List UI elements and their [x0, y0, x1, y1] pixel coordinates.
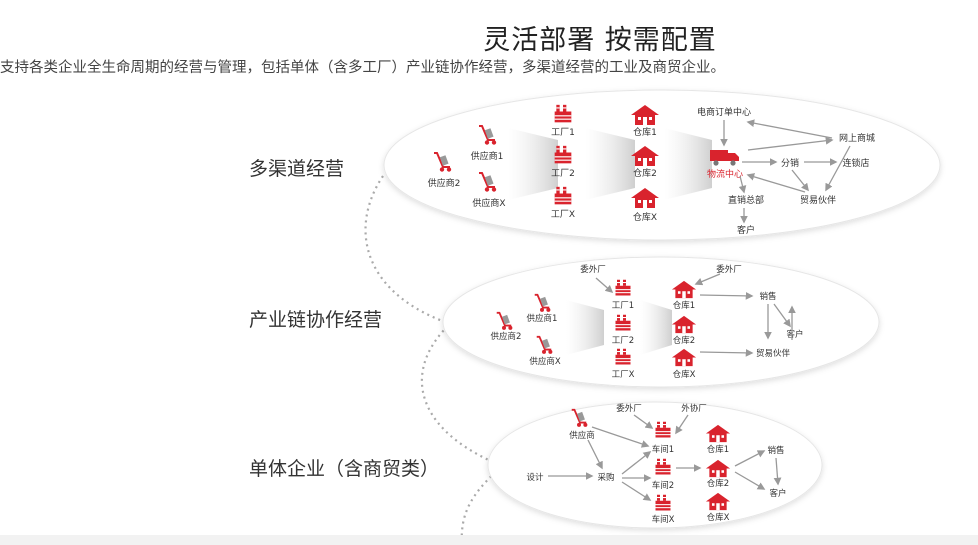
warehouse-2-label: 仓库2 — [633, 167, 657, 179]
online-mall-label: 网上商城 — [839, 132, 875, 144]
outsource-factory-label: 委外厂 — [716, 264, 742, 275]
workshop-2-label: 车间2 — [652, 480, 674, 491]
supplier-1-label: 供应商1 — [471, 150, 504, 162]
direct-hq-label: 直销总部 — [728, 194, 764, 206]
funnel-shape — [664, 128, 712, 200]
trade-partner-label: 贸易伙伴 — [800, 194, 836, 206]
row-connector-dots — [460, 467, 501, 545]
factory-x-label: 工厂X — [612, 370, 635, 380]
row1-ellipse — [383, 89, 941, 241]
warehouse-1-label: 仓库1 — [633, 126, 657, 138]
customer-label: 客户 — [737, 224, 755, 236]
factory-2-label: 工厂2 — [551, 168, 575, 179]
purchase-label: 采购 — [597, 472, 614, 483]
chain-store-label: 连锁店 — [842, 157, 869, 169]
factory-2-label: 工厂2 — [612, 336, 634, 346]
workshop-x-label: 车间X — [652, 514, 675, 525]
supplier-x-label: 供应商X — [529, 356, 561, 367]
warehouse-2-label: 仓库2 — [707, 478, 729, 489]
funnel-shape — [566, 300, 604, 355]
warehouse-2-label: 仓库2 — [673, 335, 695, 346]
row1-arrows — [720, 119, 851, 224]
page-title: 灵活部署 按需配置 — [483, 25, 717, 56]
row3-arrows — [548, 414, 782, 501]
page-subtitle: 支持各类企业全生命周期的经营与管理，包括单体（含多工厂）产业链协作经营，多渠道经… — [0, 60, 725, 76]
supplier-2-label: 供应商2 — [491, 331, 522, 342]
ecommerce-center-label: 电商订单中心 — [697, 106, 751, 118]
warehouse-1-label: 仓库1 — [673, 300, 695, 311]
row-label-multichannel: 多渠道经营 — [249, 158, 345, 180]
factory-x-label: 工厂X — [551, 209, 575, 220]
supplier-2-label: 供应商2 — [428, 177, 461, 189]
warehouse-x-label: 仓库X — [707, 512, 730, 523]
sales-label: 销售 — [759, 291, 776, 302]
workshop-1-label: 车间1 — [652, 444, 674, 455]
factory-1-label: 工厂1 — [612, 301, 634, 311]
funnel-shape — [585, 128, 635, 200]
distribution-label: 分销 — [781, 157, 799, 169]
row-connector-dots — [364, 175, 446, 324]
row-label-single-enterprise: 单体企业（含商贸类） — [249, 458, 440, 480]
row-connector-dots — [420, 321, 501, 467]
row-label-supply-chain: 产业链协作经营 — [249, 309, 383, 331]
customer-label: 客户 — [786, 329, 803, 340]
sales-label: 销售 — [767, 445, 784, 456]
factory-1-label: 工厂1 — [551, 127, 575, 138]
funnel-shape — [640, 300, 672, 355]
logistics-hub-label: 物流中心 — [707, 168, 743, 180]
supplier-1-label: 供应商1 — [527, 313, 558, 324]
warehouse-x-label: 仓库X — [673, 369, 696, 380]
customer-label: 客户 — [769, 488, 786, 499]
supplier-label: 供应商 — [569, 430, 595, 441]
outsource-factory-label: 委外厂 — [580, 264, 606, 275]
row3-ellipse — [487, 401, 823, 529]
outsource-factory-label: 委外厂 — [616, 403, 642, 414]
supplier-x-label: 供应商X — [472, 197, 505, 209]
design-label: 设计 — [526, 472, 544, 483]
footer-bar — [0, 535, 978, 545]
row2-arrows — [595, 273, 796, 357]
warehouse-x-label: 仓库X — [633, 211, 657, 223]
trade-partner-label: 贸易伙伴 — [756, 348, 791, 359]
warehouse-1-label: 仓库1 — [707, 444, 729, 455]
coop-factory-label: 外协厂 — [681, 403, 707, 414]
funnel-shape — [508, 128, 558, 200]
